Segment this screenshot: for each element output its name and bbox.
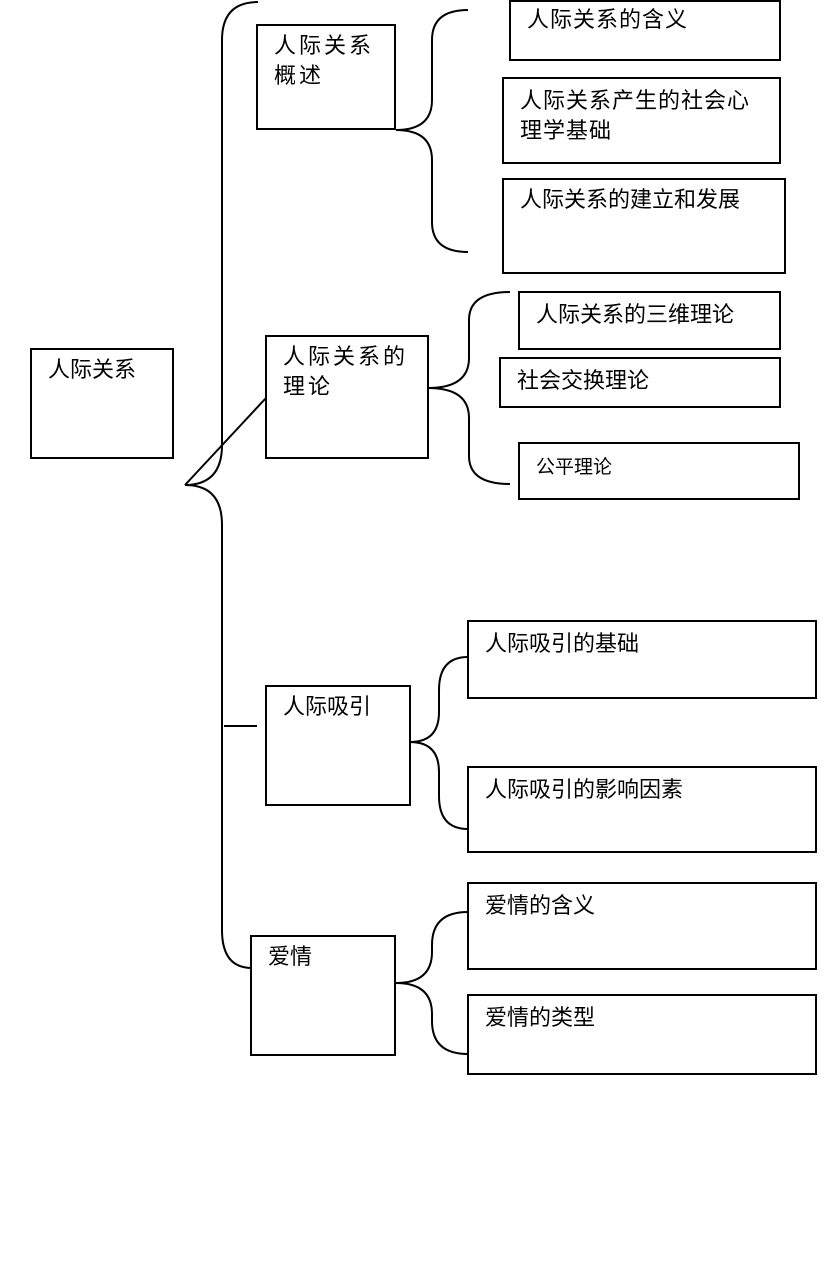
leaf-label-psych-basis: 人际关系产生的社会心理学基础 (520, 89, 751, 144)
root-label: 人际关系 (48, 358, 137, 383)
branch-label-love: 爱情 (268, 945, 313, 970)
leaf-label-equity-theory: 公平理论 (536, 456, 613, 478)
leaf-node-love-types: 爱情的类型 (467, 994, 817, 1075)
branch-node-overview: 人际关系概述 (256, 24, 396, 130)
branch-label-overview: 人际关系概述 (274, 34, 375, 89)
leaf-label-attraction-basis: 人际吸引的基础 (485, 632, 640, 657)
brace-attraction (409, 656, 469, 830)
leaf-label-attraction-factors: 人际吸引的影响因素 (485, 778, 684, 803)
leaf-node-equity-theory: 公平理论 (518, 442, 800, 500)
branch-node-attraction: 人际吸引 (265, 685, 411, 806)
brace-overview (395, 9, 469, 253)
branch-label-theory: 人际关系的理论 (283, 345, 409, 400)
main-brace (184, 1, 259, 969)
leaf-label-love-types: 爱情的类型 (485, 1006, 596, 1031)
branch-node-theory: 人际关系的理论 (265, 335, 429, 459)
root-node: 人际关系 (30, 348, 174, 459)
leaf-node-psych-basis: 人际关系产生的社会心理学基础 (502, 77, 781, 164)
leaf-label-establish: 人际关系的建立和发展 (520, 188, 741, 213)
leaf-label-exchange-theory: 社会交换理论 (517, 369, 650, 394)
leaf-label-meaning: 人际关系的含义 (527, 8, 689, 33)
leaf-node-exchange-theory: 社会交换理论 (499, 357, 781, 408)
leaf-label-love-meaning: 爱情的含义 (485, 894, 596, 919)
branch-node-love: 爱情 (250, 935, 396, 1056)
leaf-node-establish: 人际关系的建立和发展 (502, 178, 786, 274)
leaf-node-attraction-basis: 人际吸引的基础 (467, 620, 817, 699)
leaf-node-meaning: 人际关系的含义 (509, 0, 781, 61)
leaf-node-attraction-factors: 人际吸引的影响因素 (467, 766, 817, 853)
leaf-node-love-meaning: 爱情的含义 (467, 882, 817, 970)
leaf-node-3d-theory: 人际关系的三维理论 (518, 291, 781, 350)
branch-label-attraction: 人际吸引 (283, 695, 372, 720)
leaf-label-3d-theory: 人际关系的三维理论 (536, 303, 735, 328)
brace-love (395, 911, 469, 1055)
link-root-theory (184, 397, 267, 486)
brace-theory (427, 291, 511, 485)
